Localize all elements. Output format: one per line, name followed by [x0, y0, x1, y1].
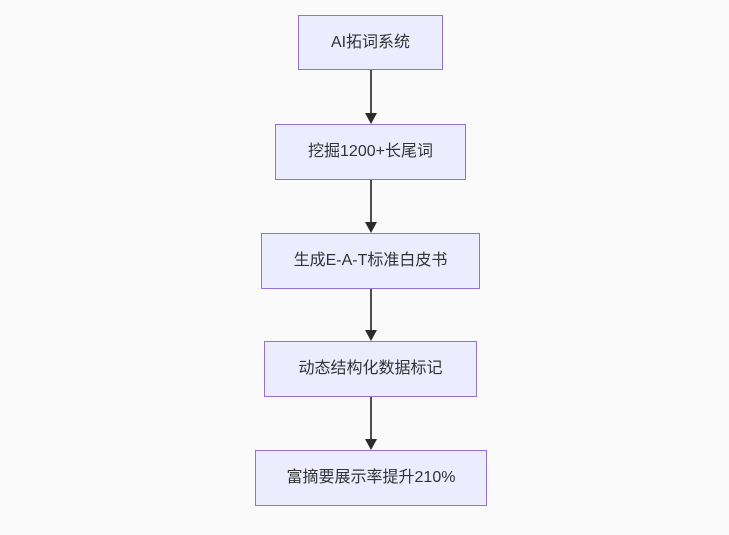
flow-node-label: 生成E-A-T标准白皮书: [293, 252, 448, 270]
flow-node-label: 动态结构化数据标记: [298, 360, 443, 378]
flow-node-label: 富摘要展示率提升210%: [286, 469, 456, 487]
arrow-head-icon: [365, 222, 377, 233]
flow-arrow-4: [364, 397, 378, 450]
flow-arrow-2: [364, 180, 378, 233]
arrow-line: [370, 397, 372, 439]
arrow-head-icon: [365, 113, 377, 124]
flow-arrow-1: [364, 70, 378, 124]
flow-node-structured-data-markup: 动态结构化数据标记: [264, 341, 477, 397]
flow-node-label: 挖掘1200+长尾词: [308, 143, 433, 161]
flow-node-ai-keyword-system: AI拓词系统: [298, 15, 443, 70]
arrow-line: [370, 289, 372, 330]
arrow-head-icon: [365, 330, 377, 341]
flow-node-longtail-mining: 挖掘1200+长尾词: [275, 124, 466, 180]
arrow-line: [370, 180, 372, 222]
arrow-head-icon: [365, 439, 377, 450]
arrow-line: [370, 70, 372, 113]
flow-node-label: AI拓词系统: [330, 33, 411, 51]
flow-node-eat-whitepaper: 生成E-A-T标准白皮书: [261, 233, 480, 289]
flow-arrow-3: [364, 289, 378, 341]
flow-node-rich-snippet-result: 富摘要展示率提升210%: [255, 450, 487, 506]
